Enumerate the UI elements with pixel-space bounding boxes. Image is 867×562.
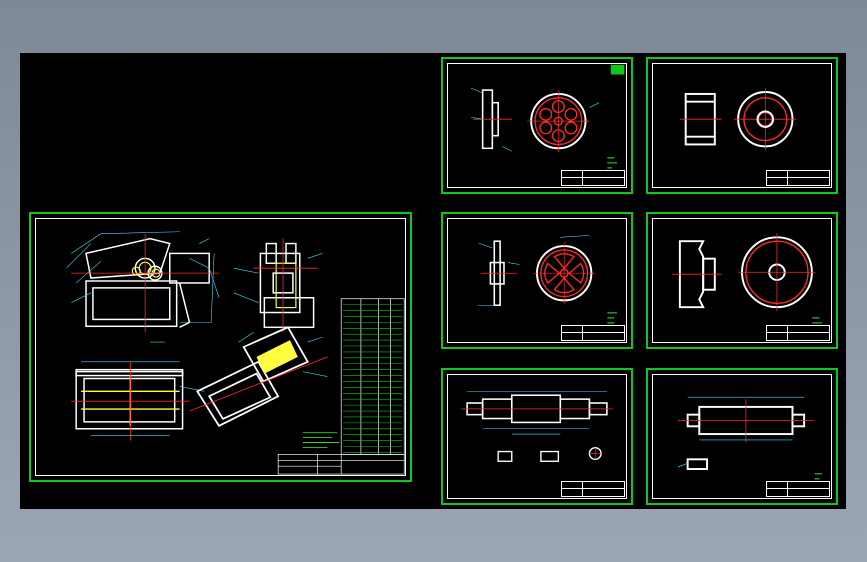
roller-views [677, 396, 814, 470]
shaft-views [461, 391, 613, 462]
sheet-pulley[interactable]: ≡≡≡≡≡≡≡ [646, 212, 838, 349]
title-block [766, 170, 830, 186]
sheet-spoked-wheel[interactable]: ≡≡≡≡≡≡≡≡≡≡ [441, 212, 633, 349]
sheet-border [447, 374, 627, 499]
pulley-views [672, 233, 816, 312]
front-view [259, 242, 315, 329]
sheet-shaft[interactable] [441, 368, 633, 505]
assembly-views [66, 231, 405, 475]
sheet-sleeve[interactable] [646, 57, 838, 194]
sheet-border [652, 218, 832, 343]
title-block [277, 454, 405, 475]
title-block [561, 170, 625, 186]
title-block [561, 325, 625, 341]
sheet-border [35, 218, 406, 476]
sheet-flange-wheel[interactable]: ≡≡≡≡≡≡≡≡≡ [441, 57, 633, 194]
title-block [766, 481, 830, 497]
sheet-border [447, 218, 627, 343]
sheet-assembly[interactable] [29, 212, 412, 482]
parts-list [340, 298, 405, 455]
flange-wheel-views [470, 64, 625, 153]
top-view [75, 368, 184, 430]
sleeve-views [679, 88, 797, 151]
drawing-canvas[interactable]: ≡≡≡≡≡≡≡≡≡ [20, 53, 846, 509]
sheet-border [652, 63, 832, 188]
sheet-border [447, 63, 627, 188]
spoked-wheel-views [477, 235, 596, 307]
title-block [561, 481, 625, 497]
isometric-view [196, 326, 309, 427]
sheet-border [652, 374, 832, 499]
side-view [85, 237, 210, 328]
sheet-roller[interactable]: ≡≡≡≡≡ [646, 368, 838, 505]
title-block [766, 325, 830, 341]
